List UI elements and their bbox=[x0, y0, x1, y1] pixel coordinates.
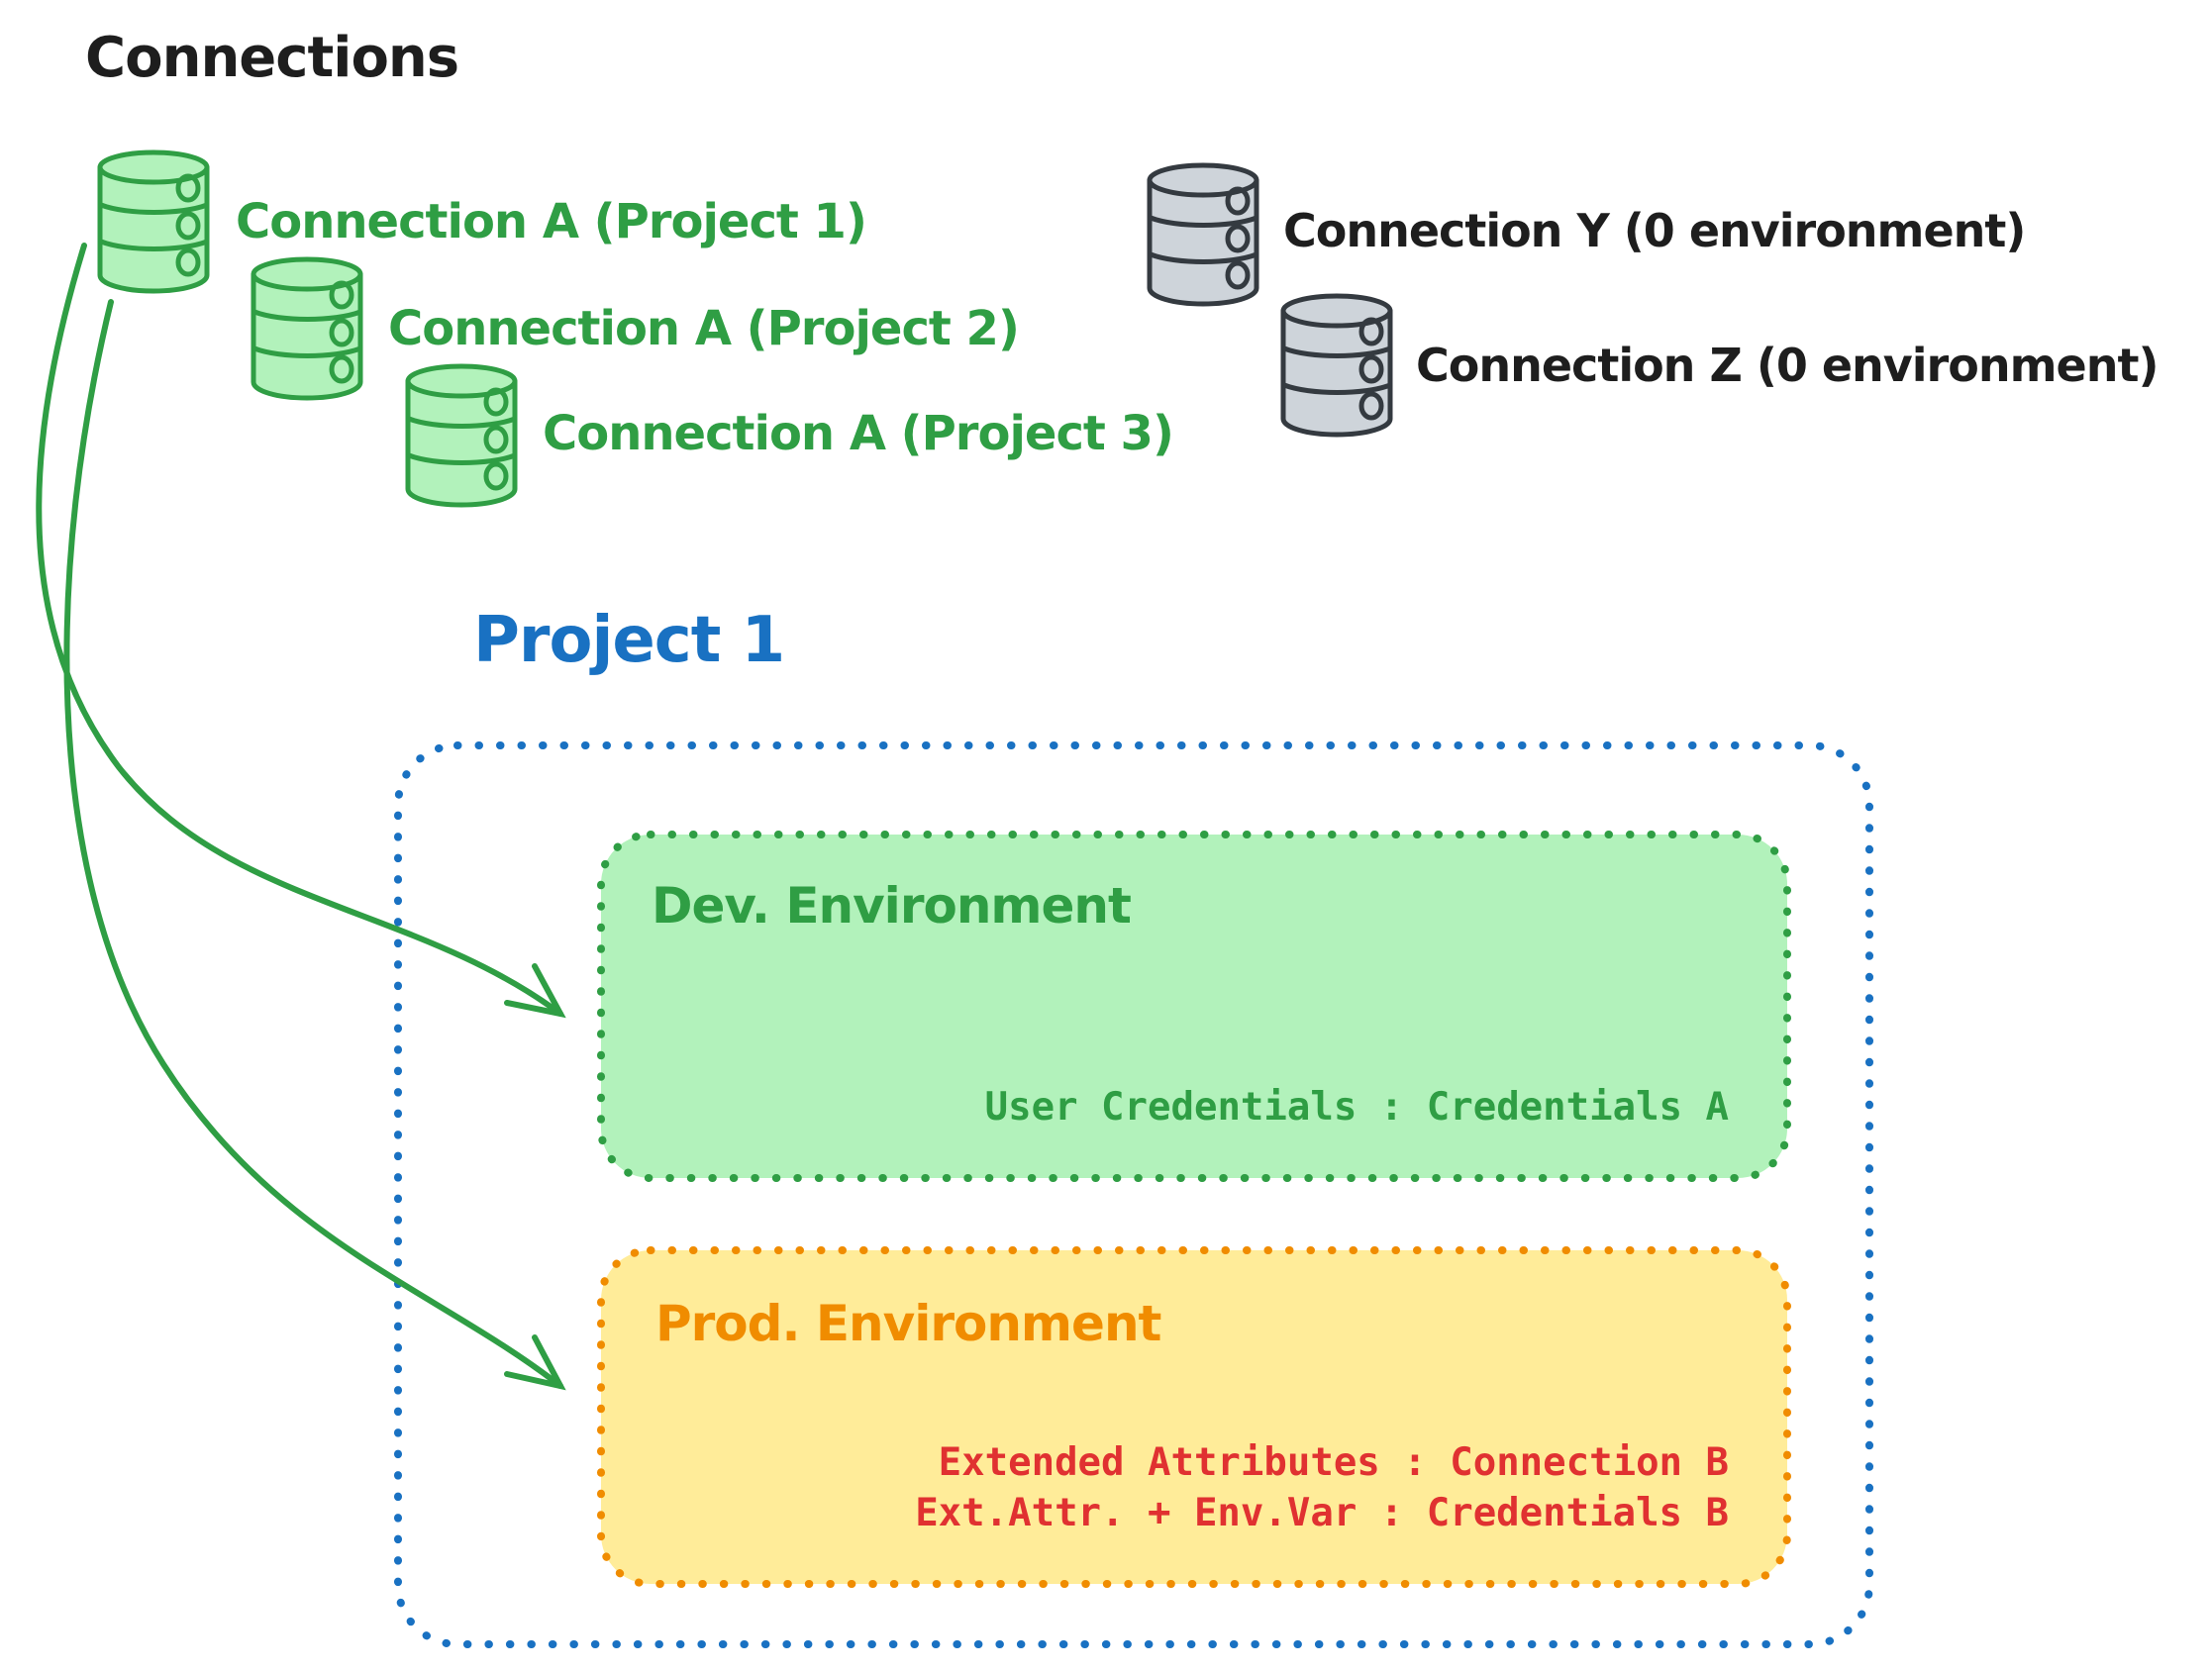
prod-mapping-ext-attr-env-var: Ext.Attr. + Env.Var : Credentials B bbox=[915, 1491, 1729, 1535]
database-icon bbox=[253, 259, 360, 398]
dev-credentials-mapping: User Credentials : Credentials A bbox=[984, 1085, 1729, 1130]
dev-environment-title: Dev. Environment bbox=[652, 877, 1132, 935]
project-1-box-outline bbox=[394, 741, 1873, 1648]
project-1-title: Project 1 bbox=[473, 604, 785, 677]
dev-environment-box bbox=[597, 831, 1791, 1182]
database-icon bbox=[408, 366, 515, 505]
prod-credentials-mappings: Extended Attributes : Connection B Ext.A… bbox=[600, 1437, 1729, 1538]
connection-y-label: Connection Y (0 environment) bbox=[1283, 204, 2026, 257]
arrow-to-dev-environment bbox=[36, 243, 566, 1019]
database-icon bbox=[1283, 296, 1390, 435]
connection-z-label: Connection Z (0 environment) bbox=[1416, 339, 2159, 392]
prod-environment-title: Prod. Environment bbox=[655, 1295, 1161, 1352]
arrow-to-prod-environment bbox=[63, 299, 566, 1391]
diagram-title: Connections bbox=[85, 26, 459, 90]
connection-a-project-2-label: Connection A (Project 2) bbox=[388, 301, 1020, 356]
connection-a-project-1-label: Connection A (Project 1) bbox=[236, 194, 867, 249]
prod-mapping-extended-attributes: Extended Attributes : Connection B bbox=[938, 1440, 1729, 1485]
database-icon bbox=[1150, 165, 1257, 304]
database-icon bbox=[100, 152, 207, 291]
connection-a-project-3-label: Connection A (Project 3) bbox=[543, 406, 1174, 461]
prod-environment-box bbox=[597, 1246, 1791, 1588]
